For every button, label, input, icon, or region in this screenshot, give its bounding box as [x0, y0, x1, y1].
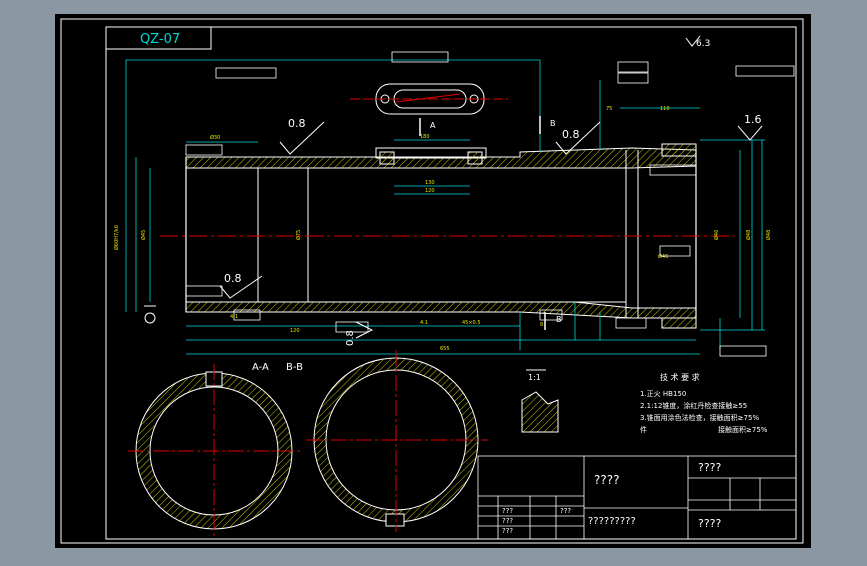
roughness-bottom-mid: 0.8 — [345, 330, 356, 346]
tolerance-frames — [185, 51, 795, 357]
svg-text:75: 75 — [606, 106, 612, 112]
section-b-b: B-B — [286, 350, 488, 532]
section-cut-marks: A B B — [144, 116, 562, 330]
svg-text:Ø46: Ø46 — [713, 230, 720, 240]
svg-text:8: 8 — [540, 322, 543, 328]
section-mark-b-top: B — [550, 119, 556, 128]
tech-req-line5: 接触面积≥75% — [718, 425, 768, 434]
svg-text:110: 110 — [660, 106, 670, 112]
section-a-a: A-A — [128, 362, 300, 538]
keyway-top-view — [350, 83, 508, 115]
roughness-top-mid: 0.8 — [562, 128, 580, 141]
title-cell-3: ??? — [502, 527, 513, 535]
tech-req-line3: 3.锥面用涂色法检查，接触面积≥75% — [640, 413, 759, 422]
roughness-top-left: 0.8 — [288, 117, 306, 130]
part-name-placeholder: ???? — [594, 473, 619, 487]
tech-req-line1: 1.正火 HB150 — [640, 390, 686, 398]
svg-text:120: 120 — [425, 188, 435, 194]
drawing-number-placeholder: ???? — [698, 517, 722, 530]
title-cell-2: ??? — [502, 517, 513, 525]
dimension-texts: Ø30 Ø60H7/k6 Ø45 Ø75 180 130 120 120 655… — [113, 106, 772, 352]
material-placeholder: ????????? — [588, 516, 636, 527]
title-cell-4: ??? — [560, 507, 571, 515]
svg-text:655: 655 — [440, 346, 450, 352]
svg-text:130: 130 — [425, 180, 435, 186]
roughness-left-bottom: 0.8 — [224, 272, 242, 285]
keyway-slot — [375, 147, 487, 159]
tech-req-title: 技 术 要 求 — [660, 372, 700, 382]
tech-req-line4: 件 — [640, 425, 647, 434]
drawing-code: QZ-07 — [140, 32, 180, 47]
outer-border — [60, 18, 804, 544]
detail-1-1: 1:1 — [521, 369, 559, 433]
drawing-code-box: QZ-07 — [105, 26, 212, 50]
section-b-label: B-B — [286, 362, 303, 373]
svg-text:Ø45: Ø45 — [140, 230, 147, 240]
svg-text:Ø75: Ø75 — [295, 230, 302, 240]
svg-text:4:1: 4:1 — [420, 320, 428, 326]
section-a-label: A-A — [252, 362, 269, 373]
svg-text:Ø46: Ø46 — [658, 253, 668, 260]
inner-frame — [105, 26, 797, 540]
svg-text:180: 180 — [420, 134, 430, 140]
dimension-lines — [125, 59, 765, 355]
technical-requirements: 技 术 要 求 1.正火 HB150 2.1:12锥度，涂红丹检查接触≥55 3… — [640, 372, 768, 434]
shaft-main-view — [160, 143, 735, 329]
roughness-corner: 6.3 — [696, 39, 710, 49]
section-mark-b-bottom: B — [556, 315, 562, 324]
company-placeholder: ???? — [698, 461, 722, 474]
title-block-texts: ???? ???? ????????? ???? ??? ??? ??? ??? — [502, 461, 722, 535]
svg-text:45×0.5: 45×0.5 — [462, 320, 481, 326]
detail-scale-label: 1:1 — [528, 373, 541, 382]
svg-text:Ø48: Ø48 — [765, 230, 772, 240]
svg-text:120: 120 — [290, 328, 300, 334]
svg-text:Ø30: Ø30 — [210, 134, 220, 141]
roughness-symbols: 0.8 0.8 1.6 0.8 0.8 6.3 — [219, 35, 763, 346]
title-cell-1: ??? — [502, 507, 513, 515]
svg-text:Ø48: Ø48 — [745, 230, 752, 240]
section-mark-a: A — [430, 121, 436, 130]
tech-req-line2: 2.1:12锥度，涂红丹检查接触≥55 — [640, 401, 747, 410]
roughness-top-right: 1.6 — [744, 113, 762, 126]
title-block — [477, 455, 797, 540]
svg-text:Ø60H7/k6: Ø60H7/k6 — [113, 225, 120, 250]
